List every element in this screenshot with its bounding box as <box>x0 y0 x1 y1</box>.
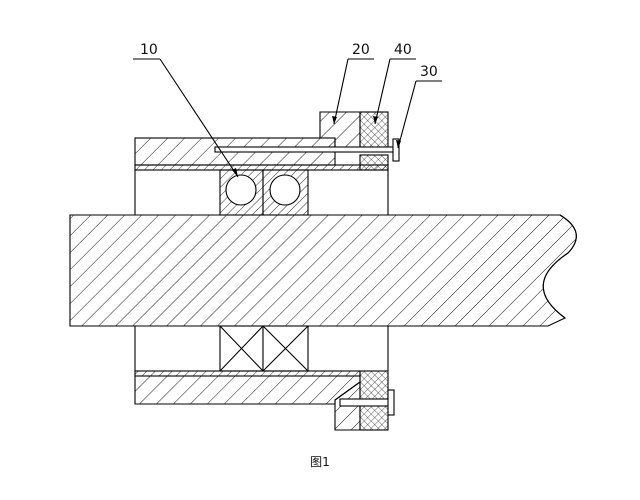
lower-bolt-shank <box>339 398 391 407</box>
label-20: 20 <box>352 42 370 58</box>
lower-housing-wall <box>134 375 361 405</box>
figure-caption: 图1 <box>310 455 330 469</box>
lower-housing-inner-strip <box>134 370 361 377</box>
cap-ring-40-lower <box>359 154 389 171</box>
leader-20 <box>333 58 349 125</box>
leader-10 <box>159 58 239 178</box>
bolt-30-head <box>392 138 400 162</box>
lower-bolt-head <box>387 389 395 416</box>
leader-30 <box>397 80 417 149</box>
label-30: 30 <box>420 64 438 80</box>
upper-housing-inner-strip <box>134 164 389 171</box>
ball-left <box>225 174 257 206</box>
ball-right <box>269 174 301 206</box>
shaft <box>69 214 577 327</box>
bolt-30-shank <box>214 146 396 153</box>
label-40: 40 <box>394 42 412 58</box>
shaft-break-line <box>542 214 577 319</box>
label-10: 10 <box>140 42 158 58</box>
leader-40 <box>374 58 391 125</box>
